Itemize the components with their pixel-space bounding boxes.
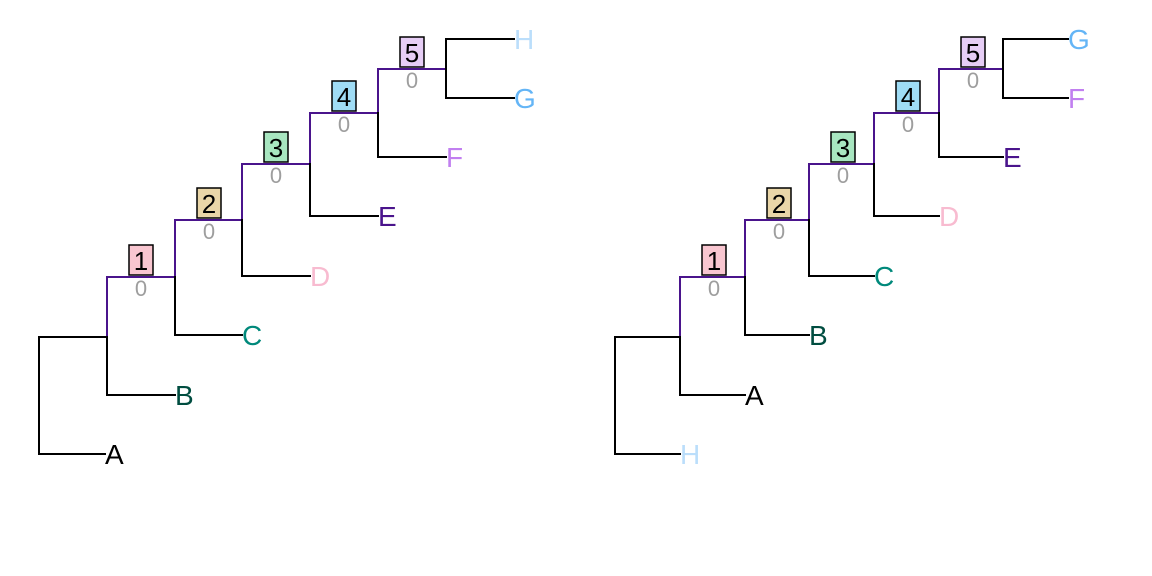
tip-label-C: C	[242, 320, 262, 351]
node-box-1	[128, 244, 154, 276]
node-label-1: 1	[134, 246, 148, 276]
node-support-3: 0	[837, 163, 849, 188]
node-label-5: 5	[966, 38, 980, 68]
tip-label-G: G	[514, 83, 536, 114]
node-box-4	[331, 80, 357, 112]
node-label-5: 5	[405, 38, 419, 68]
tip-label-F: F	[446, 142, 463, 173]
node-support-1: 0	[708, 276, 720, 301]
node-label-3: 3	[836, 133, 850, 163]
tip-label-E: E	[378, 201, 397, 232]
node-support-4: 0	[338, 112, 350, 137]
tip-label-H: H	[514, 24, 534, 55]
tip-label-A: A	[105, 439, 124, 470]
node-label-1: 1	[707, 246, 721, 276]
node-box-1	[701, 244, 727, 276]
tip-label-C: C	[874, 261, 894, 292]
node-box-5	[399, 36, 425, 68]
tip-label-D: D	[310, 261, 330, 292]
node-box-4	[895, 80, 921, 112]
tip-label-A: A	[745, 380, 764, 411]
node-label-2: 2	[772, 189, 786, 219]
node-box-3	[830, 131, 856, 163]
tip-label-G: G	[1068, 24, 1090, 55]
node-label-4: 4	[337, 82, 351, 112]
node-support-1: 0	[135, 276, 147, 301]
tip-label-B: B	[175, 380, 194, 411]
node-support-5: 0	[967, 68, 979, 93]
node-support-4: 0	[902, 112, 914, 137]
node-support-2: 0	[203, 219, 215, 244]
tip-label-D: D	[939, 201, 959, 232]
tip-label-B: B	[809, 320, 828, 351]
tip-label-F: F	[1068, 83, 1085, 114]
node-label-2: 2	[202, 189, 216, 219]
node-box-3	[263, 131, 289, 163]
node-label-4: 4	[901, 82, 915, 112]
node-support-5: 0	[406, 68, 418, 93]
node-label-3: 3	[269, 133, 283, 163]
node-support-2: 0	[773, 219, 785, 244]
node-box-5	[960, 36, 986, 68]
node-box-2	[766, 187, 792, 219]
tip-label-E: E	[1003, 142, 1022, 173]
tip-label-H: H	[680, 439, 700, 470]
node-support-3: 0	[270, 163, 282, 188]
node-box-2	[196, 187, 222, 219]
